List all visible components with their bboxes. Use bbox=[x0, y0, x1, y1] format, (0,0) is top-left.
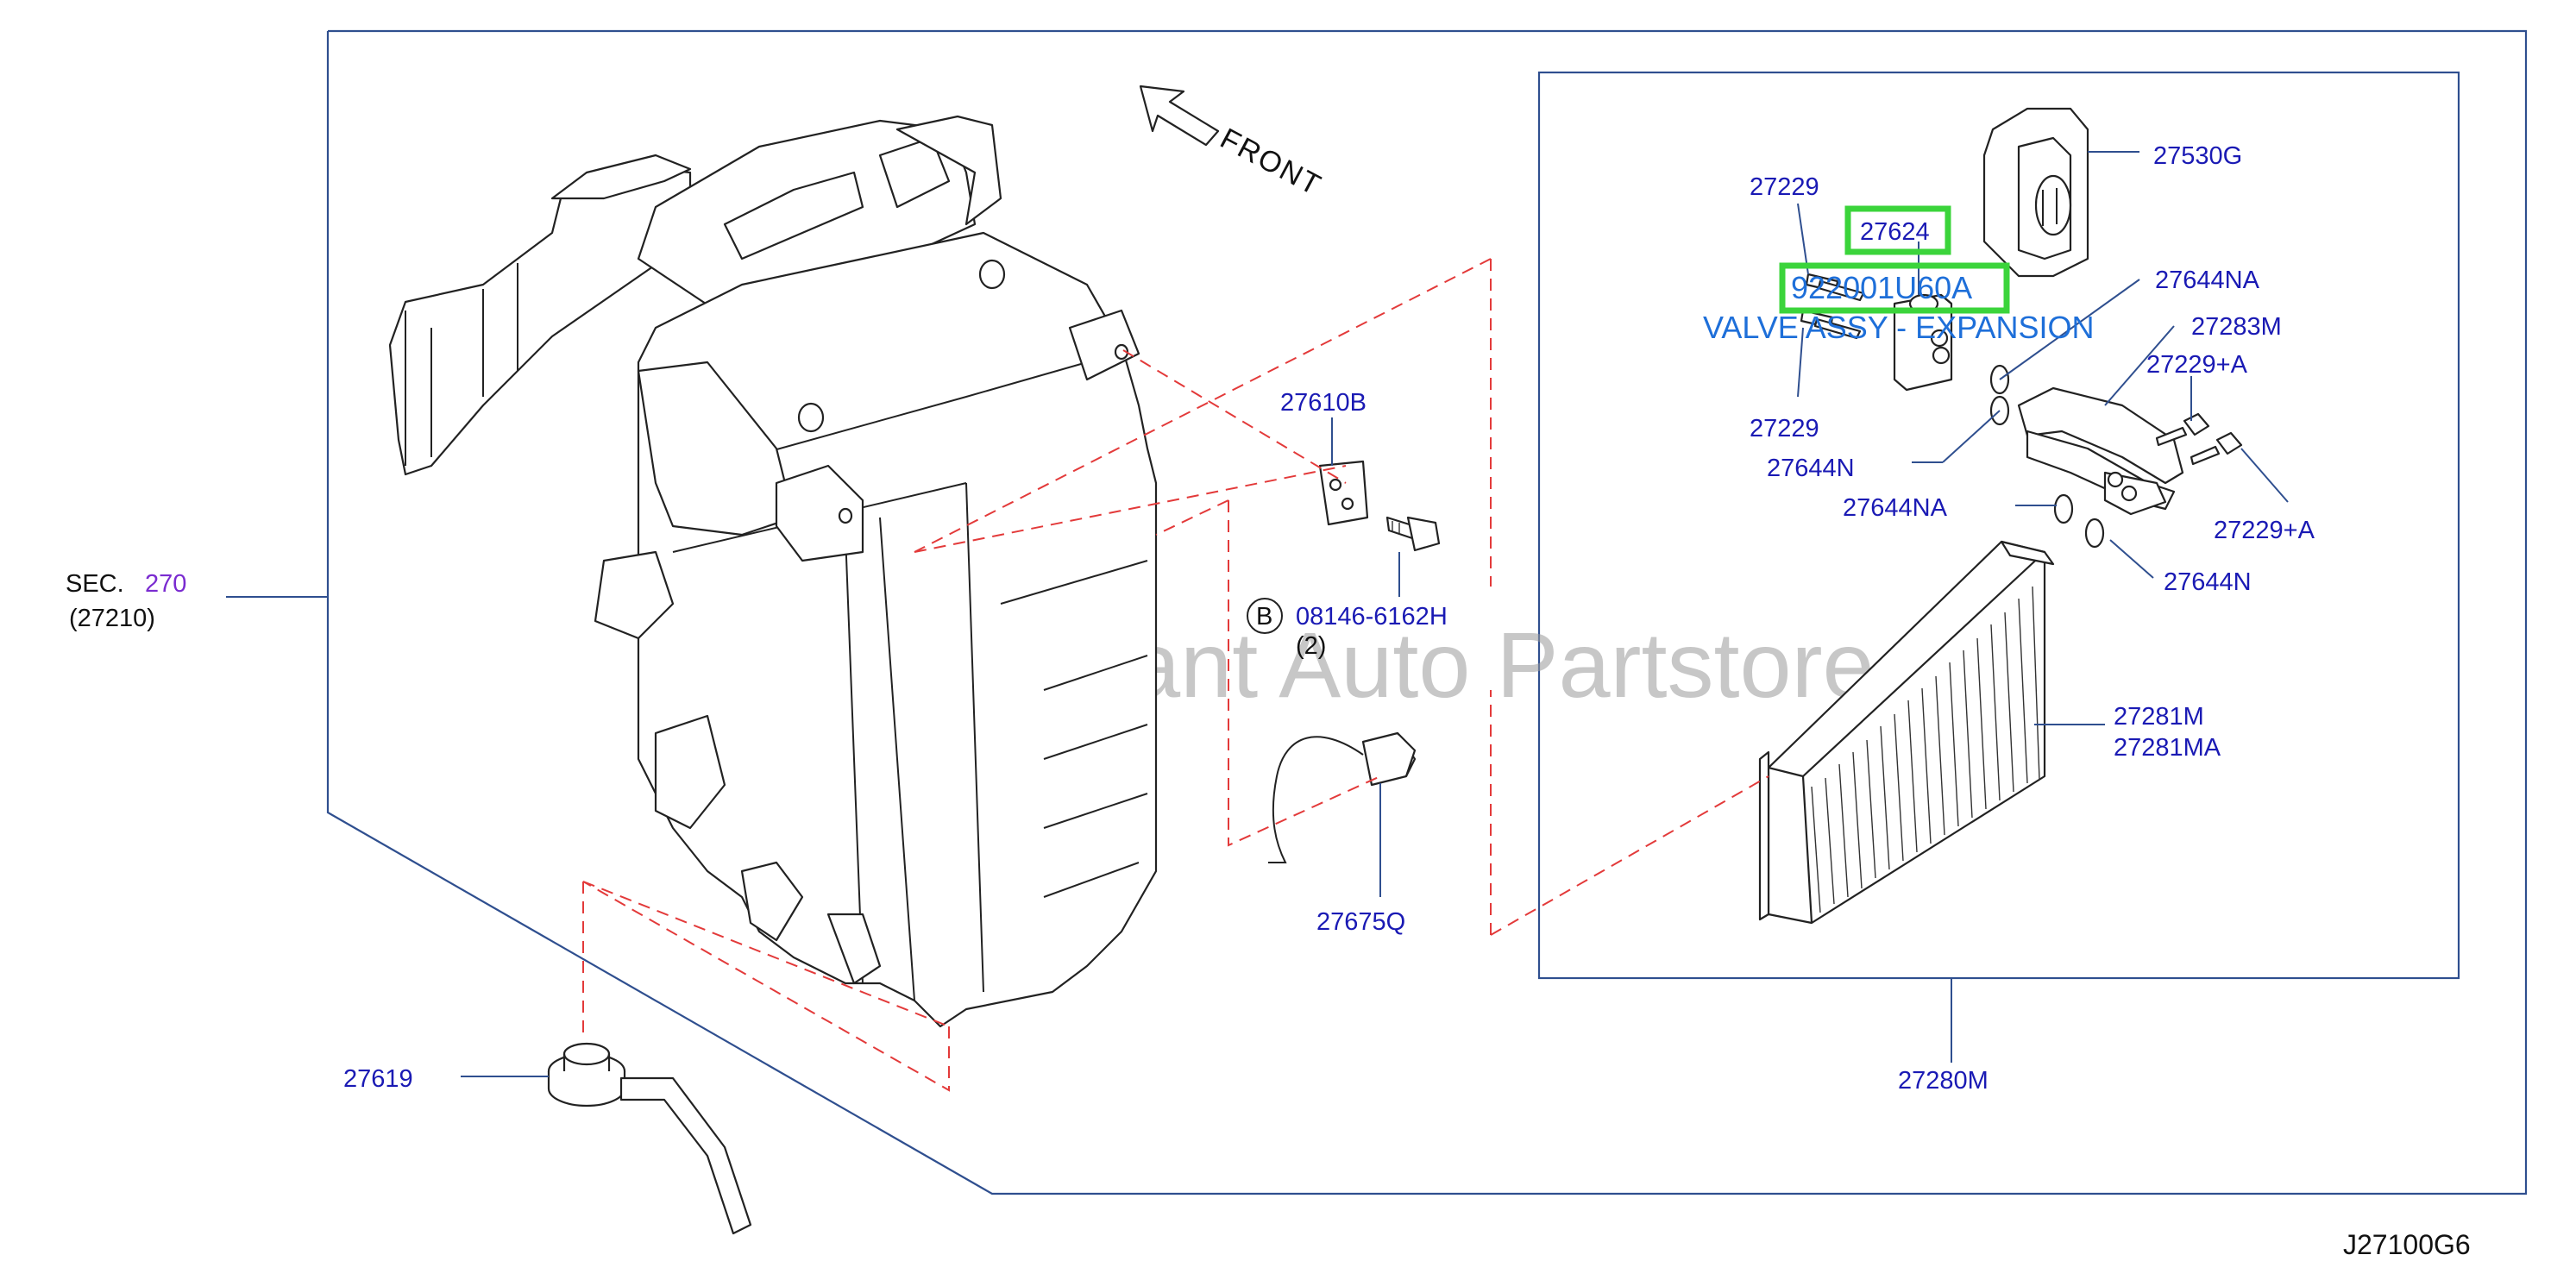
highlight-part-number[interactable]: 27624 bbox=[1860, 218, 1930, 246]
label-o-ring-a2[interactable]: 27644NA bbox=[1843, 494, 1948, 522]
highlighted-part[interactable]: 27624 922001U60A VALVE ASSY - EXPANSION bbox=[1703, 205, 2095, 345]
pipe-screws bbox=[2155, 412, 2243, 466]
label-o-ring-b2[interactable]: 27644N bbox=[2164, 568, 2252, 596]
diagram-code: J27100G6 bbox=[2343, 1229, 2471, 1260]
section-number-link[interactable]: 270 bbox=[145, 570, 186, 598]
label-pipe-assy[interactable]: 27283M bbox=[2191, 313, 2282, 341]
label-evap-core-1[interactable]: 27281M bbox=[2114, 703, 2204, 731]
evaporator-core bbox=[1758, 540, 2055, 925]
drain-hose bbox=[547, 1042, 752, 1235]
highlight-description: VALVE ASSY - EXPANSION bbox=[1703, 310, 2095, 345]
evaporator-pipe bbox=[2017, 386, 2184, 516]
label-evap-core-2[interactable]: 27281MA bbox=[2114, 734, 2221, 762]
cooling-unit-housing bbox=[388, 115, 1158, 1028]
label-pipe-screw-2[interactable]: 27229+A bbox=[2214, 517, 2315, 544]
label-o-ring-b[interactable]: 27644N bbox=[1767, 455, 1855, 482]
section-sub: (27210) bbox=[69, 605, 155, 632]
bolt bbox=[1385, 516, 1441, 552]
label-sensor[interactable]: 27675Q bbox=[1316, 908, 1405, 936]
highlight-box-oem-number bbox=[1779, 262, 2010, 314]
label-bracket[interactable]: 27610B bbox=[1280, 389, 1367, 417]
label-bolt-qty: (2) bbox=[1296, 632, 1326, 660]
front-arrow bbox=[1139, 85, 1220, 147]
main-frame bbox=[326, 29, 2528, 1195]
assembly-guides bbox=[582, 258, 1769, 1092]
label-bolt[interactable]: 08146-6162H bbox=[1296, 603, 1448, 631]
highlight-box-part-number bbox=[1844, 205, 1951, 255]
bracket bbox=[1318, 460, 1369, 526]
label-o-ring-a[interactable]: 27644NA bbox=[2155, 267, 2260, 294]
leader-lines bbox=[226, 151, 2289, 1077]
label-evaporator-assy[interactable]: 27280M bbox=[1898, 1067, 1989, 1095]
label-screw-top[interactable]: 27229 bbox=[1750, 173, 1819, 201]
label-pipe-cover[interactable]: 27530G bbox=[2153, 142, 2242, 170]
evaporator-subframe bbox=[1537, 71, 2460, 980]
label-drain-hose[interactable]: 27619 bbox=[343, 1065, 413, 1093]
highlight-oem-number[interactable]: 922001U60A bbox=[1791, 270, 1972, 305]
thermo-sensor bbox=[1268, 731, 1417, 863]
section-prefix: SEC. bbox=[66, 570, 124, 598]
evaporator-pipe-cover bbox=[1982, 107, 2089, 278]
expansion-valve bbox=[1893, 293, 1953, 392]
front-label: FRONT bbox=[1215, 122, 1327, 203]
label-pipe-screw-1[interactable]: 27229+A bbox=[2146, 351, 2248, 379]
screws bbox=[1800, 273, 1865, 340]
svg-text:B: B bbox=[1256, 603, 1272, 631]
label-screw-bottom[interactable]: 27229 bbox=[1750, 415, 1819, 442]
bolt-b-marker: B bbox=[1247, 598, 1283, 634]
section-reference: SEC. 270 (27210) bbox=[66, 570, 186, 632]
